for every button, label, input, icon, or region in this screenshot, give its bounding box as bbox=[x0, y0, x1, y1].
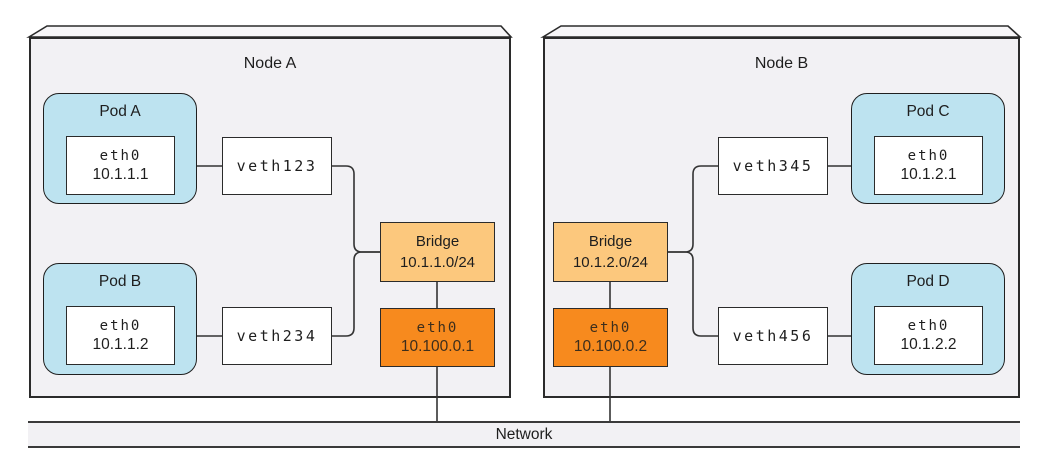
pod-d-ip: 10.1.2.2 bbox=[900, 335, 957, 353]
node-a-top-face bbox=[26, 25, 513, 38]
veth234-label: veth234 bbox=[236, 327, 318, 345]
bridge-a-cidr: 10.1.1.0/24 bbox=[399, 254, 476, 271]
pod-d-iface: eth0 bbox=[907, 317, 950, 334]
bridge-a-box: Bridge 10.1.1.0/24 bbox=[380, 222, 495, 282]
pod-c-ip: 10.1.2.1 bbox=[900, 165, 957, 183]
pod-c-label: Pod C bbox=[906, 103, 950, 120]
node-a-title: Node A bbox=[243, 55, 297, 72]
connector-veth234-bridgeA bbox=[332, 251, 380, 337]
connector-veth123-bridgeA bbox=[332, 165, 380, 253]
veth123-box: veth123 bbox=[222, 137, 332, 195]
veth123-label: veth123 bbox=[236, 157, 318, 175]
pod-a-label: Pod A bbox=[99, 103, 141, 120]
pod-c-eth0-box: eth0 10.1.2.1 bbox=[874, 136, 983, 195]
pod-b-eth0-box: eth0 10.1.1.2 bbox=[66, 306, 175, 365]
node-b-nic-box: eth0 10.100.0.2 bbox=[553, 308, 668, 367]
pod-b-label: Pod B bbox=[98, 273, 142, 290]
pod-d-eth0-box: eth0 10.1.2.2 bbox=[874, 306, 983, 365]
pod-c-iface: eth0 bbox=[907, 147, 950, 164]
veth345-label: veth345 bbox=[732, 157, 814, 175]
pod-d-label: Pod D bbox=[906, 273, 950, 290]
pod-a-eth0-box: eth0 10.1.1.1 bbox=[66, 136, 175, 195]
node-b-title: Node B bbox=[754, 55, 809, 72]
pod-b-ip: 10.1.1.2 bbox=[92, 335, 149, 353]
bridge-b-label: Bridge bbox=[588, 233, 633, 250]
node-b-nic-iface: eth0 bbox=[589, 319, 632, 336]
pod-b-iface: eth0 bbox=[99, 317, 142, 334]
node-b-top-face bbox=[540, 25, 1023, 38]
bridge-b-box: Bridge 10.1.2.0/24 bbox=[553, 222, 668, 282]
connector-bridgeB-veth345 bbox=[668, 165, 718, 253]
node-a-nic-box: eth0 10.100.0.1 bbox=[380, 308, 495, 367]
network-label: Network bbox=[495, 425, 553, 443]
node-b-nic-ip: 10.100.0.2 bbox=[573, 337, 648, 355]
veth345-box: veth345 bbox=[718, 137, 828, 195]
veth234-box: veth234 bbox=[222, 307, 332, 365]
pod-a-ip: 10.1.1.1 bbox=[92, 165, 149, 183]
bridge-a-label: Bridge bbox=[415, 233, 460, 250]
veth456-label: veth456 bbox=[732, 327, 814, 345]
veth456-box: veth456 bbox=[718, 307, 828, 365]
pod-a-iface: eth0 bbox=[99, 147, 142, 164]
connector-bridgeB-veth456 bbox=[668, 251, 718, 337]
node-a-nic-ip: 10.100.0.1 bbox=[400, 337, 475, 355]
node-a-nic-iface: eth0 bbox=[416, 319, 459, 336]
network-bar: Network bbox=[28, 421, 1020, 448]
bridge-b-cidr: 10.1.2.0/24 bbox=[572, 254, 649, 271]
